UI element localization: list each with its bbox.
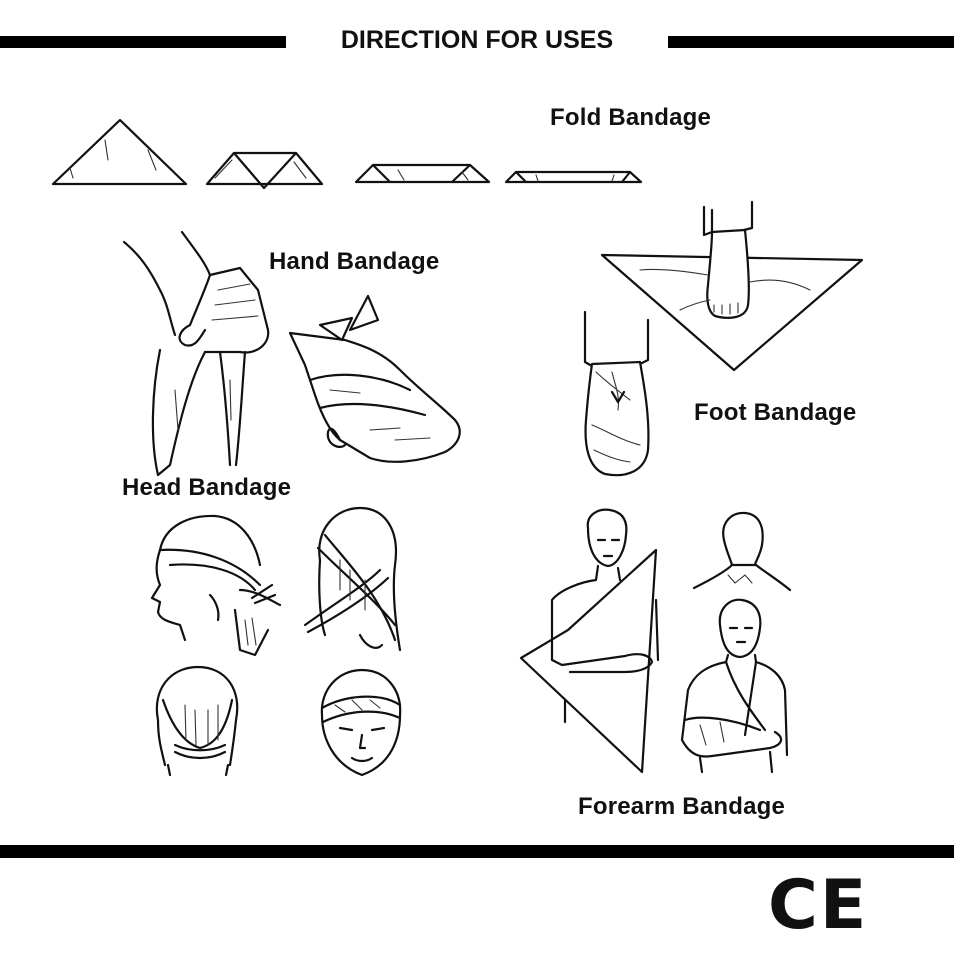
head-bandage-label: Head Bandage: [122, 474, 292, 501]
header-rule-right: [668, 36, 954, 48]
foot-bandage-label: Foot Bandage: [694, 399, 857, 426]
hand-bandage-label: Hand Bandage: [269, 248, 440, 275]
footer-rule: [0, 845, 954, 858]
page-title: DIRECTION FOR USES: [340, 26, 614, 54]
ce-mark: CE: [768, 866, 869, 945]
header-rule-left: [0, 36, 286, 48]
fold-bandage-label: Fold Bandage: [550, 104, 712, 131]
forearm-bandage-label: Forearm Bandage: [578, 793, 786, 820]
